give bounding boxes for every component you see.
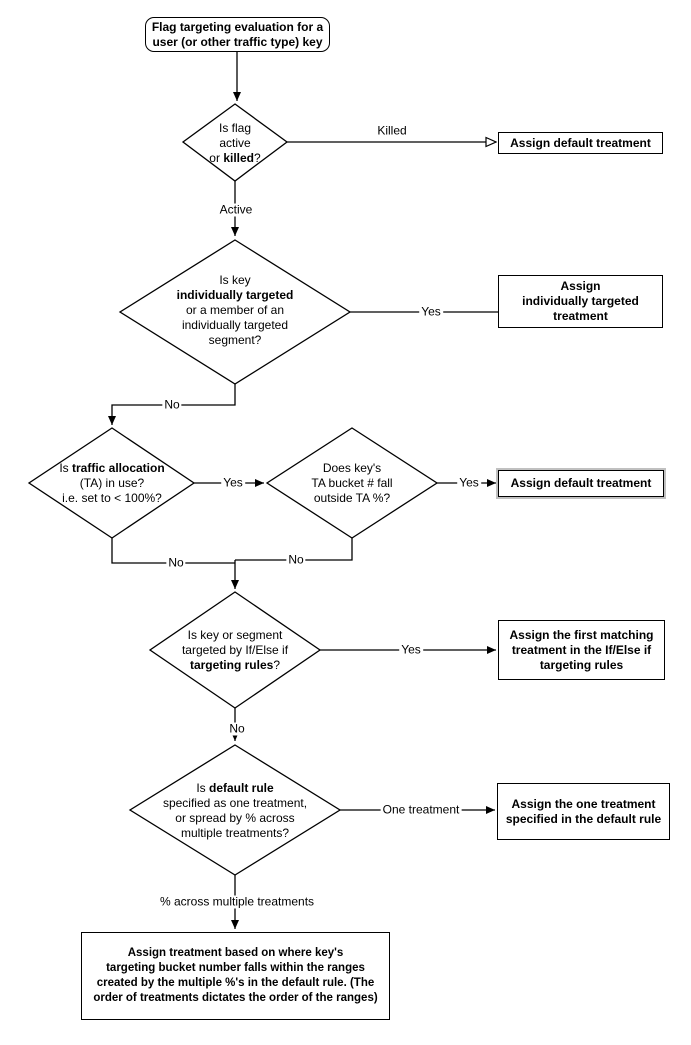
decision-line: or a member of an [185, 302, 285, 317]
edge-label-yes-individually-targeted: Yes [419, 304, 443, 319]
process-text: Assign default treatment [510, 135, 651, 150]
edge-label-pct-across-multiple: % across multiple treatments [157, 894, 317, 909]
process-text: individually targeted [522, 294, 639, 308]
process-text: targeting bucket number falls within the… [106, 962, 365, 974]
process-text: treatment [553, 309, 608, 323]
decision-text-traffic-allocation: Is traffic allocation (TA) in use? i.e. … [22, 453, 202, 513]
process-text: created by the multiple %'s in the defau… [96, 977, 375, 989]
text-segment: ? [273, 657, 281, 672]
start-node: Flag targeting evaluation for a user (or… [145, 17, 330, 52]
decision-line: outside TA %? [313, 490, 391, 505]
text-segment-bold: killed [223, 150, 254, 165]
decision-line-bold: individually targeted [176, 287, 294, 302]
process-assign-one-treatment: Assign the one treatment specified in th… [497, 783, 670, 840]
decision-line: i.e. set to < 100%? [62, 490, 162, 505]
edge-no-inside-ta [235, 538, 353, 561]
edge-label-no-ta-not-in-use: No [166, 555, 186, 570]
text-segment: Is [59, 460, 72, 475]
decision-flag-active-or-killed [181, 103, 289, 182]
decision-line: targeted by If/Else if [181, 642, 289, 657]
decision-line: or killed? [209, 151, 260, 166]
process-text: Assign [560, 279, 601, 293]
decision-line: Is key [219, 272, 251, 287]
edge-label-active: Active [217, 202, 255, 217]
text-segment: ? [254, 150, 261, 165]
decision-traffic-allocation [27, 427, 196, 539]
decision-line: TA bucket # fall [311, 475, 393, 490]
decision-line: Is default rule [196, 781, 273, 796]
decision-line: Is key or segment [187, 627, 283, 642]
decision-text-flag-active-or-killed: Is flag active or killed? [165, 113, 305, 173]
process-assign-individually-targeted: Assign individually targeted treatment [498, 275, 663, 328]
process-text: treatment in the If/Else if [511, 642, 652, 657]
decision-text-targeting-rules: Is key or segment targeted by If/Else if… [145, 620, 325, 680]
process-text: order of treatments dictates the order o… [93, 992, 378, 1004]
edge-label-yes-ta-in-use: Yes [221, 475, 245, 490]
process-text: Assign treatment based on where key's [127, 947, 344, 959]
decision-text-individually-targeted: Is key individually targeted or a member… [135, 266, 335, 354]
decision-text-default-rule: Is default rule specified as one treatme… [125, 780, 345, 842]
process-text: specified in the default rule [505, 811, 662, 826]
edge-label-no-targeting-rules: No [227, 721, 247, 736]
text-segment: Is [196, 781, 209, 795]
start-line: user (or other traffic type) key [152, 34, 323, 49]
decision-line: Does key's [322, 460, 382, 475]
edge-label-one-treatment: One treatment [380, 802, 462, 817]
decision-line: (TA) in use? [79, 475, 145, 490]
edge-label-yes-targeting-rules: Yes [399, 642, 423, 657]
decision-default-rule [128, 744, 342, 876]
text-segment-bold: traffic allocation [71, 460, 165, 475]
edge-label-no-inside-ta: No [286, 552, 306, 567]
decision-line: Is flag [218, 120, 251, 135]
edge-label-killed: Killed [375, 123, 409, 138]
decision-line: or spread by % across [175, 811, 295, 825]
text-segment: or [209, 150, 224, 165]
decision-line: multiple treatments? [180, 826, 290, 840]
decision-line: Is traffic allocation [59, 461, 164, 476]
decision-line: targeting rules? [190, 658, 280, 673]
process-assign-default-treatment-ta: Assign default treatment [496, 468, 666, 499]
decision-line: individually targeted [181, 317, 289, 332]
decision-targeting-rules [148, 591, 322, 709]
edge-label-no-not-individually-targeted: No [162, 397, 182, 412]
process-assign-default-treatment-killed: Assign default treatment [498, 132, 663, 154]
text-segment-bold: default rule [208, 781, 274, 795]
edge-label-yes-outside-ta: Yes [457, 475, 481, 490]
decision-line: segment? [208, 332, 262, 347]
process-text: Assign the one treatment [511, 796, 656, 811]
process-text: Assign default treatment [510, 476, 652, 490]
process-assign-treatment-by-ranges: Assign treatment based on where key's ta… [81, 932, 390, 1020]
process-text: targeting rules [539, 657, 624, 672]
edge-no-ta-not-in-use [111, 538, 235, 564]
process-text: Assign the first matching [509, 627, 654, 642]
decision-ta-bucket [265, 427, 439, 539]
decision-text-ta-bucket: Does key's TA bucket # fall outside TA %… [262, 453, 442, 513]
decision-line: specified as one treatment, [162, 796, 308, 810]
text-segment-bold: targeting rules [189, 657, 274, 672]
process-assign-first-matching-treatment: Assign the first matching treatment in t… [498, 620, 665, 680]
decision-individually-targeted [118, 239, 352, 385]
start-line: Flag targeting evaluation for a [151, 19, 324, 34]
decision-line: active [219, 135, 251, 150]
